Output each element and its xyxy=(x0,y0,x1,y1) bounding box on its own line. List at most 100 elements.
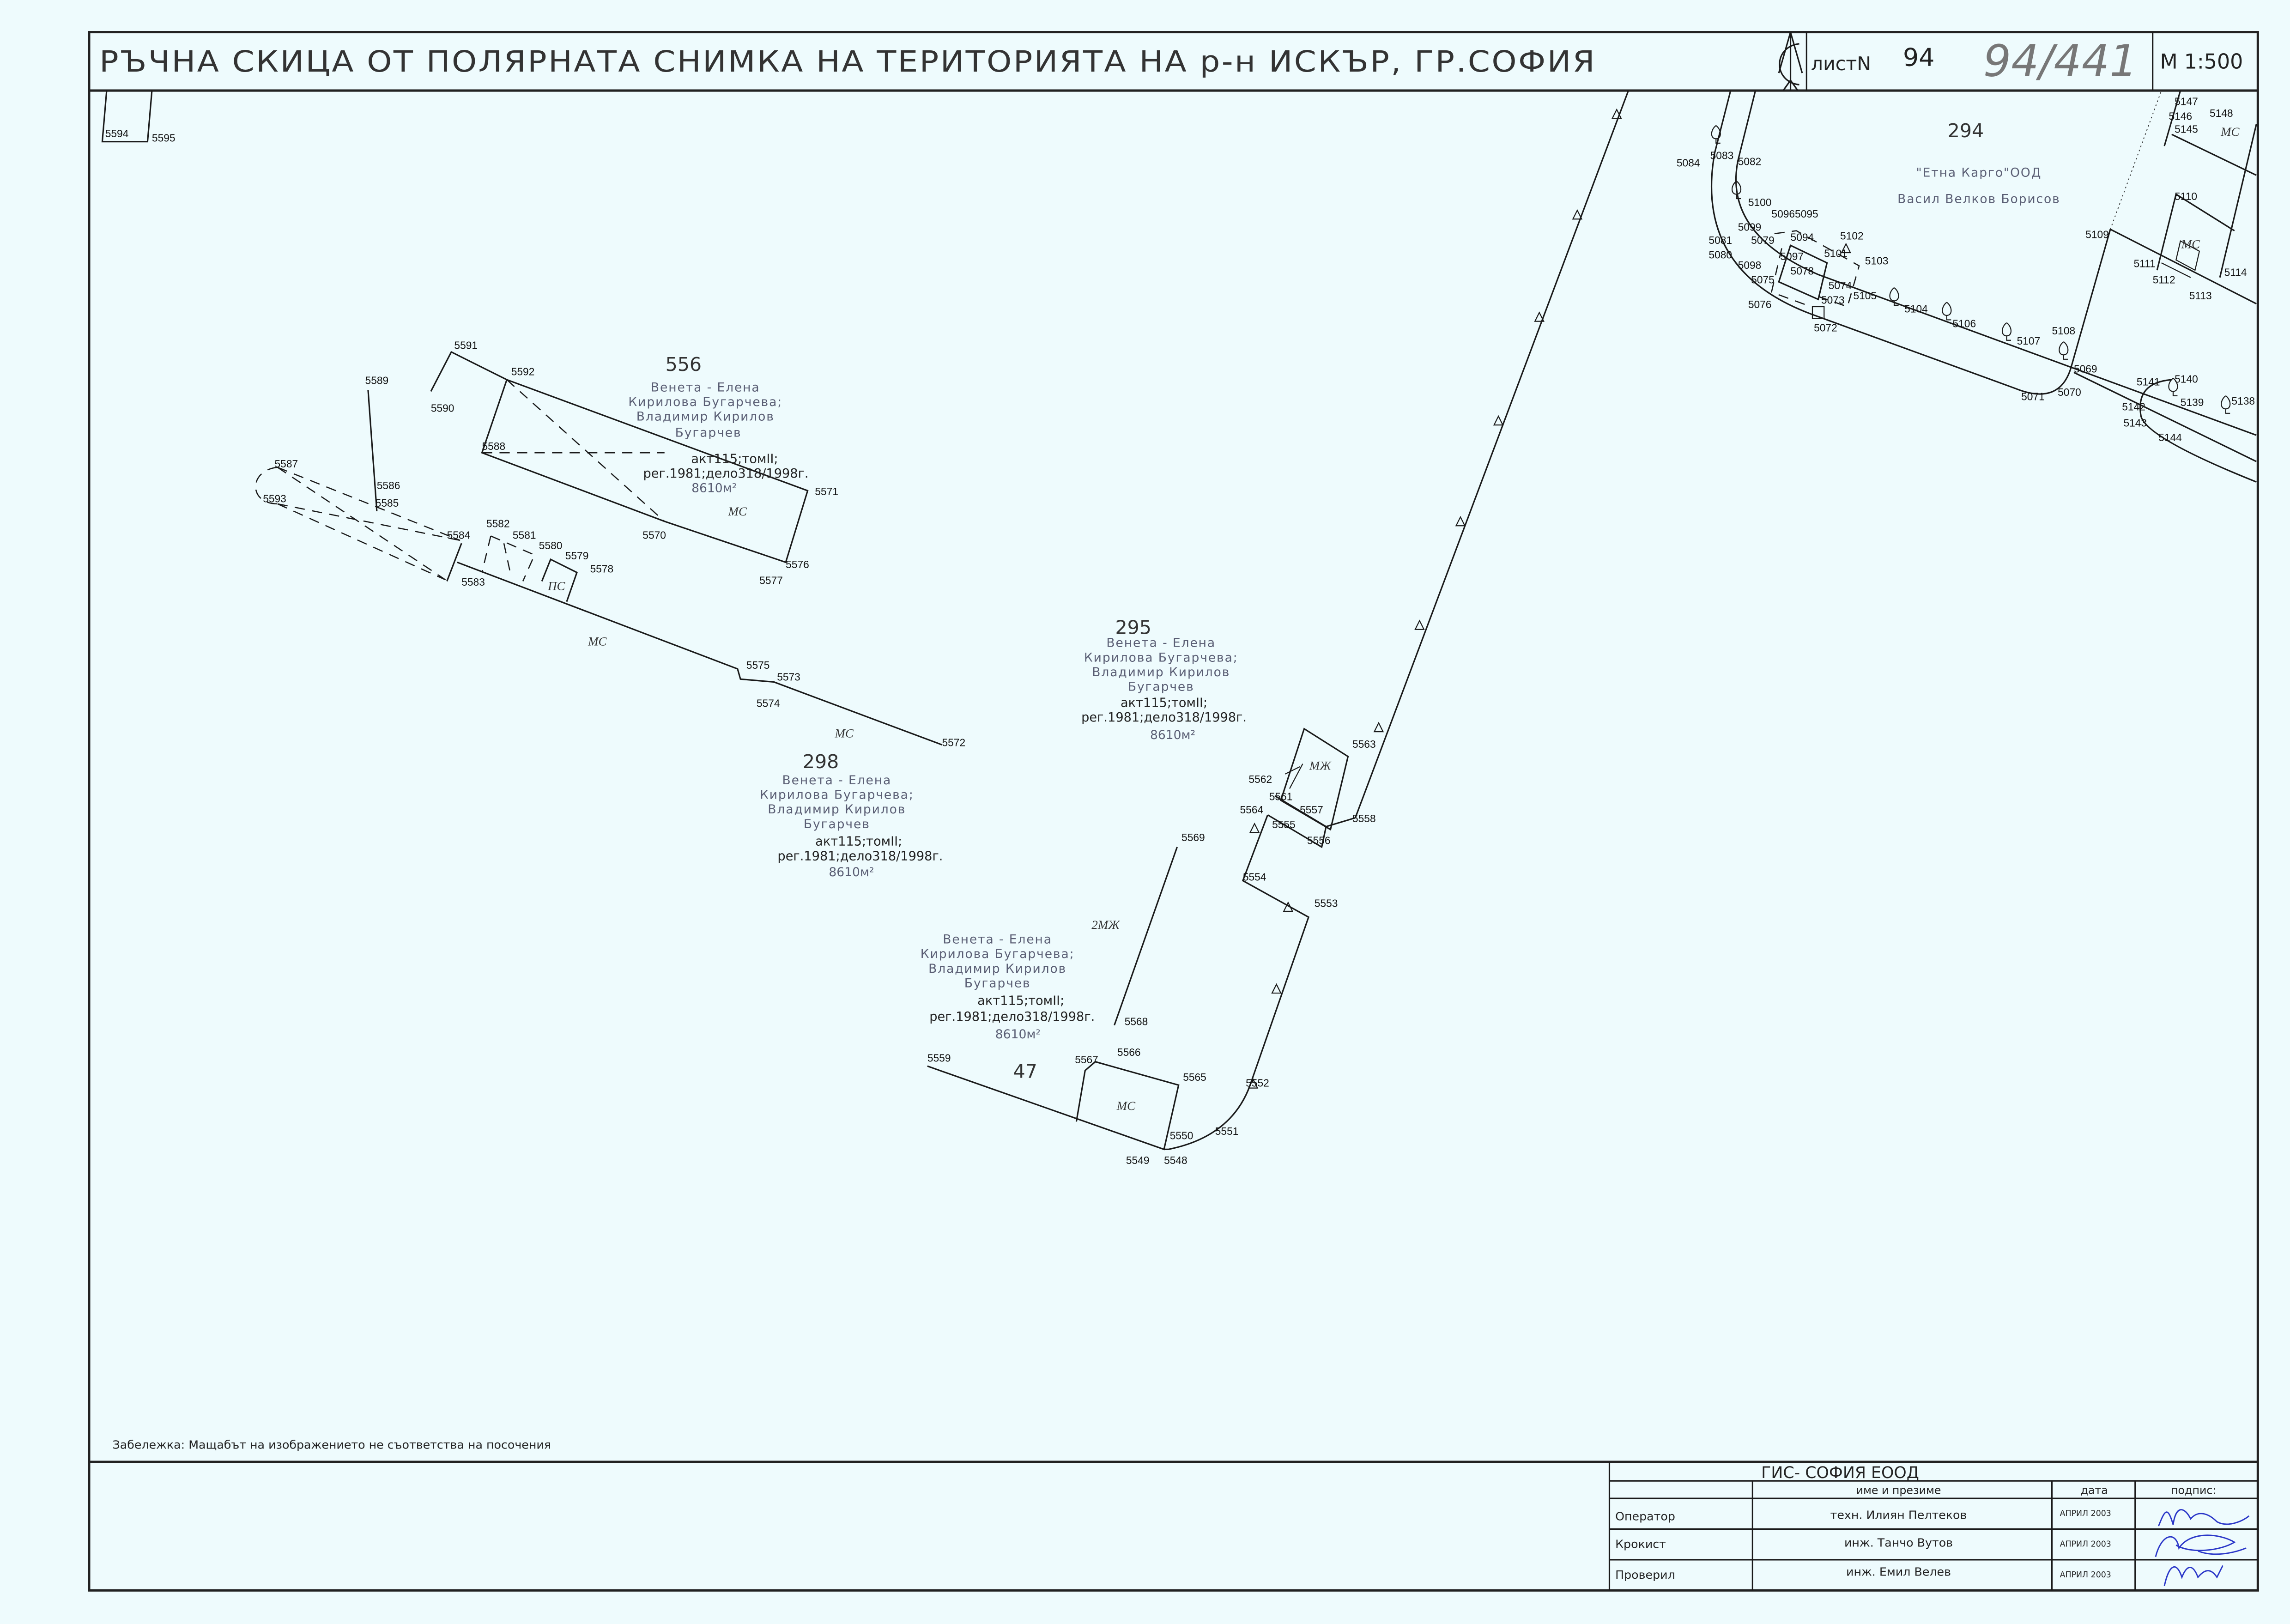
handwritten-sheet-number: 94/441 xyxy=(1983,36,2138,86)
point-label: 5557 xyxy=(1300,804,1323,816)
point-label: 5576 xyxy=(786,558,809,570)
triangle-marker-icon xyxy=(1373,721,1384,733)
point-label: 5097 xyxy=(1780,250,1804,262)
building-label: МС xyxy=(835,727,854,740)
owner-line: Кирилова Бугарчева; xyxy=(760,788,914,802)
point-label: 5141 xyxy=(2137,376,2160,388)
point-label: 5076 xyxy=(1748,298,1772,310)
row-date: АПРИЛ 2003 xyxy=(2060,1509,2111,1518)
row-role: Оператор xyxy=(1615,1510,1675,1523)
point-label: 5579 xyxy=(565,550,589,562)
point-label: 5103 xyxy=(1865,255,1889,267)
triangle-marker-icon xyxy=(1248,1078,1259,1089)
building-labels: МС МС МС МС МС МС ПС МЖ 2МЖ xyxy=(547,125,2240,1113)
building-label: МС xyxy=(2181,237,2200,251)
point-label: 5074 xyxy=(1829,279,1852,291)
point-label: 5567 xyxy=(1075,1054,1098,1066)
point-label: 5552 xyxy=(1246,1077,1269,1089)
triangle-marker-icon xyxy=(1572,209,1583,220)
deed-reg: рег.1981;дело318/1998г. xyxy=(643,467,809,481)
signature-operator xyxy=(2158,1509,2250,1527)
point-label: 5556 xyxy=(1307,835,1331,847)
point-label: 5561 xyxy=(1269,791,1293,803)
parcel-boundaries-east xyxy=(1711,90,2257,483)
point-label: 5079 xyxy=(1751,234,1775,246)
triangle-marker-icon xyxy=(1841,242,1851,254)
deed-act: акт115;томII; xyxy=(691,452,778,466)
point-label: 5106 xyxy=(1953,317,1976,329)
point-label: 5146 xyxy=(2169,110,2192,122)
owner-line: Венета - Елена xyxy=(782,773,892,788)
signature-checker xyxy=(2163,1565,2223,1587)
point-label: 5550 xyxy=(1170,1129,1193,1141)
point-label: 5070 xyxy=(2058,386,2081,398)
point-label: 5592 xyxy=(511,366,535,378)
deed-act: акт115;томII; xyxy=(977,994,1064,1008)
point-label: 5551 xyxy=(1215,1125,1239,1137)
point-label: 5073 xyxy=(1821,294,1845,306)
point-label: 5586 xyxy=(377,479,400,491)
tree-icon xyxy=(1731,181,1742,200)
row-role: Крокист xyxy=(1615,1538,1666,1551)
point-label: 5588 xyxy=(482,440,506,452)
triangle-marker-icon xyxy=(1249,822,1260,833)
point-label: 5595 xyxy=(152,132,176,144)
sheet-frame xyxy=(88,31,2259,1592)
tree-icon xyxy=(2221,395,2231,414)
point-label: 5569 xyxy=(1181,831,1205,843)
parcel-number: 295 xyxy=(1115,616,1151,638)
owner-line: Бугарчев xyxy=(675,425,742,440)
point-label: 5590 xyxy=(431,402,454,414)
owner-line: Кирилова Бугарчева; xyxy=(1084,650,1238,665)
point-label: 5559 xyxy=(927,1052,951,1064)
point-label: 5145 xyxy=(2175,123,2198,135)
sheet-number: 94 xyxy=(1903,42,1934,72)
point-label: 5108 xyxy=(2052,325,2076,337)
compass-emblem-icon xyxy=(1778,32,1803,91)
point-label: 5589 xyxy=(365,375,389,387)
point-label: 5110 xyxy=(2175,190,2197,202)
parcel-area: 8610м² xyxy=(1150,728,1195,742)
point-label: 5571 xyxy=(815,485,838,497)
scale-note: Забележка: Мащабът на изображението не с… xyxy=(113,1438,551,1452)
triangle-marker-icon xyxy=(1414,619,1425,630)
header-name: име и презиме xyxy=(1856,1484,1941,1497)
owner-line: Бугарчев xyxy=(964,976,1031,990)
point-label: 5148 xyxy=(2210,107,2233,119)
tree-icon xyxy=(1711,125,1721,144)
point-label: 5548 xyxy=(1164,1154,1187,1166)
point-label: 5069 xyxy=(2074,363,2097,375)
parcel-number: 294 xyxy=(1948,120,1984,142)
row-name: техн. Илиян Пелтеков xyxy=(1830,1508,1967,1521)
parcel-47-label: Венета - Елена Кирилова Бугарчева; Влади… xyxy=(921,933,1095,1083)
building-label: МС xyxy=(1116,1099,1136,1113)
parcel-area: 8610м² xyxy=(995,1027,1041,1042)
point-label: 5102 xyxy=(1840,230,1864,242)
point-label: 5566 xyxy=(1117,1046,1141,1058)
point-label: 5098 xyxy=(1738,259,1762,271)
point-label: 5594 xyxy=(105,127,129,139)
point-label: 5072 xyxy=(1814,322,1837,334)
point-label: 5553 xyxy=(1315,897,1338,909)
point-label: 5094 xyxy=(1791,231,1814,243)
point-label: 5584 xyxy=(447,529,471,541)
point-label: 5081 xyxy=(1708,234,1732,246)
point-label: 5138 xyxy=(2231,395,2255,407)
point-label: 5570 xyxy=(642,529,666,541)
company-table: ГИС- СОФИЯ ЕООД име и презиме дата подпи… xyxy=(89,1460,2258,1591)
tree-icon xyxy=(2168,378,2178,396)
point-label: 5563 xyxy=(1352,738,1376,750)
point-label: 5593 xyxy=(263,493,286,505)
point-label: 5147 xyxy=(2175,96,2198,108)
point-label: 5140 xyxy=(2175,373,2198,385)
triangle-marker-icon xyxy=(1534,311,1545,322)
point-label: 5585 xyxy=(376,497,399,509)
tree-icon xyxy=(1889,287,1899,306)
owner-line: Венета - Елена xyxy=(651,380,760,394)
point-label: 5105 xyxy=(1854,290,1877,302)
owner-line: Бугарчев xyxy=(804,817,870,831)
point-label: 5071 xyxy=(2021,390,2045,402)
point-label: 5080 xyxy=(1708,249,1732,261)
